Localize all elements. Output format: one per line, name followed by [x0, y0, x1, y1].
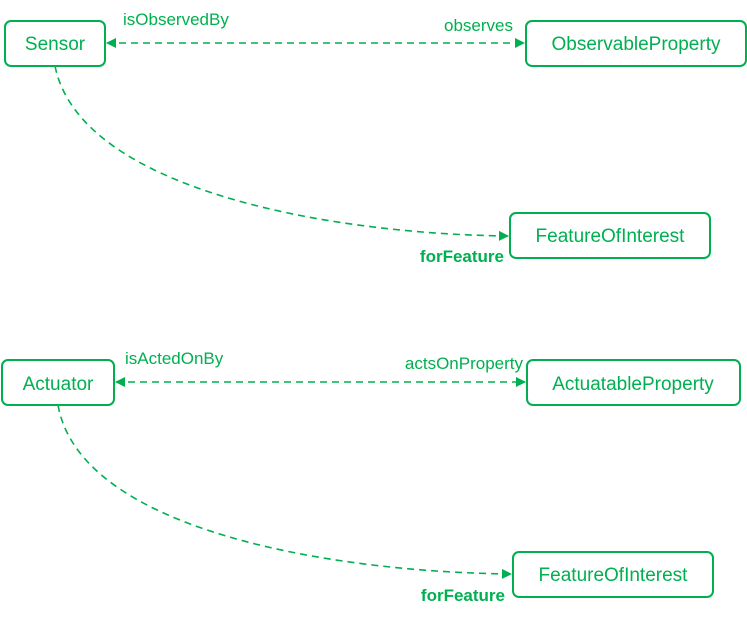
for-feature-edge — [57, 404, 512, 579]
observable-property-node[interactable]: ObservableProperty — [525, 20, 747, 67]
node-label: ObservableProperty — [552, 34, 721, 55]
node-label: Actuator — [23, 374, 94, 395]
node-label: FeatureOfInterest — [536, 226, 686, 247]
feature-of-interest-node[interactable]: FeatureOfInterest — [512, 551, 714, 598]
node-label: Sensor — [25, 34, 86, 55]
for-feature-edge — [54, 65, 509, 241]
edge-label-inverse: isActedOnBy — [125, 349, 224, 368]
node-label: FeatureOfInterest — [539, 565, 689, 586]
edge-label-feature: forFeature — [421, 586, 505, 605]
edge-label-forward: observes — [444, 16, 513, 35]
actuatable-property-node[interactable]: ActuatableProperty — [526, 359, 741, 406]
edge-label-inverse: isObservedBy — [123, 10, 229, 29]
sensor-group: Sensor ObservableProperty FeatureOfInter… — [4, 10, 747, 266]
sensor-node[interactable]: Sensor — [4, 20, 106, 67]
edge-label-forward: actsOnProperty — [405, 354, 524, 373]
edge-label-feature: forFeature — [420, 247, 504, 266]
actuator-group: Actuator ActuatableProperty FeatureOfInt… — [1, 349, 741, 605]
node-label: ActuatableProperty — [552, 374, 714, 395]
actuator-node[interactable]: Actuator — [1, 359, 115, 406]
feature-of-interest-node[interactable]: FeatureOfInterest — [509, 212, 711, 259]
